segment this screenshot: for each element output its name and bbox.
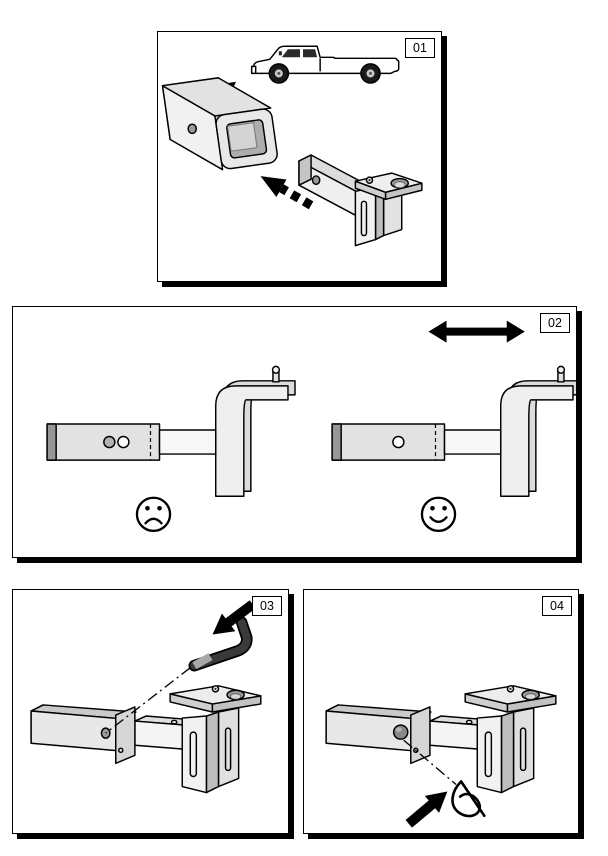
step-panel-2: 02 xyxy=(12,306,577,558)
aligned-hole xyxy=(392,435,405,449)
smiley-face-icon xyxy=(420,496,457,533)
step-2-illustration xyxy=(46,320,576,533)
step-number-badge: 02 xyxy=(540,313,570,333)
step-number-badge: 03 xyxy=(252,596,282,616)
hitch-aligned-view xyxy=(331,365,576,497)
insert-direction-arrow-icon xyxy=(260,176,314,210)
inserted-pin-head xyxy=(392,724,409,740)
ball-mount xyxy=(298,154,423,247)
pickup-truck-icon xyxy=(250,45,400,84)
pin-hole xyxy=(311,175,321,186)
double-headed-arrow-icon xyxy=(428,320,525,343)
offset-hole xyxy=(103,435,116,449)
pin-hole xyxy=(187,123,198,135)
frown-face-icon xyxy=(135,496,172,533)
pin-axis-line xyxy=(105,667,191,734)
retainer-clip-icon xyxy=(451,780,486,818)
step-panel-4: 04 xyxy=(303,589,579,834)
hitch-pin-icon xyxy=(188,616,253,672)
receiver-hole xyxy=(117,435,130,449)
step-number-badge: 04 xyxy=(542,596,572,616)
step-1-illustration xyxy=(161,45,423,247)
step-panel-3: 03 xyxy=(12,589,289,834)
hitch-misaligned-view xyxy=(46,365,296,497)
step-3-illustration xyxy=(30,595,262,794)
step-4-illustration xyxy=(325,685,557,833)
insert-clip-arrow-icon xyxy=(401,782,455,833)
step-number-badge: 01 xyxy=(405,38,435,58)
receiver-tube xyxy=(161,77,278,171)
step-panel-1: 01 xyxy=(157,31,442,282)
